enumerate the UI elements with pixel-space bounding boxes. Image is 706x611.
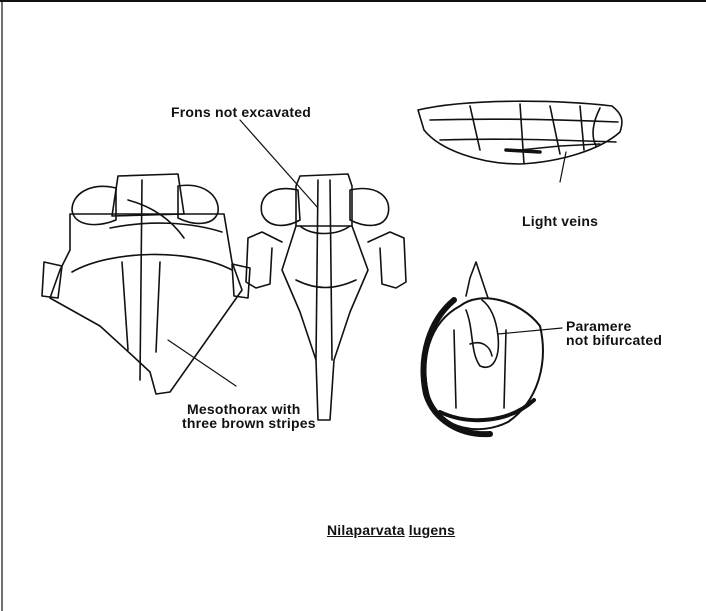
mesothorax-label-line1: Mesothorax with: [187, 402, 300, 416]
frons-drawing: [246, 174, 406, 420]
frons-leader: [240, 120, 318, 208]
genitalia-drawing: [424, 262, 543, 434]
paramere-label-line2: not bifurcated: [566, 333, 662, 347]
paramere-label-line1: Paramere: [566, 319, 631, 333]
species-caption: Nilaparvata lugens: [327, 523, 455, 537]
genus-name: Nilaparvata: [327, 522, 405, 538]
paramere-leader: [498, 328, 562, 334]
light-veins-leader: [560, 152, 566, 182]
species-name: lugens: [409, 522, 455, 538]
wing-drawing: [418, 101, 622, 164]
light-veins-label: Light veins: [522, 214, 598, 228]
mesothorax-label-line2: three brown stripes: [182, 416, 316, 430]
mesothorax-drawing: [42, 174, 250, 394]
frons-label: Frons not excavated: [171, 105, 311, 119]
